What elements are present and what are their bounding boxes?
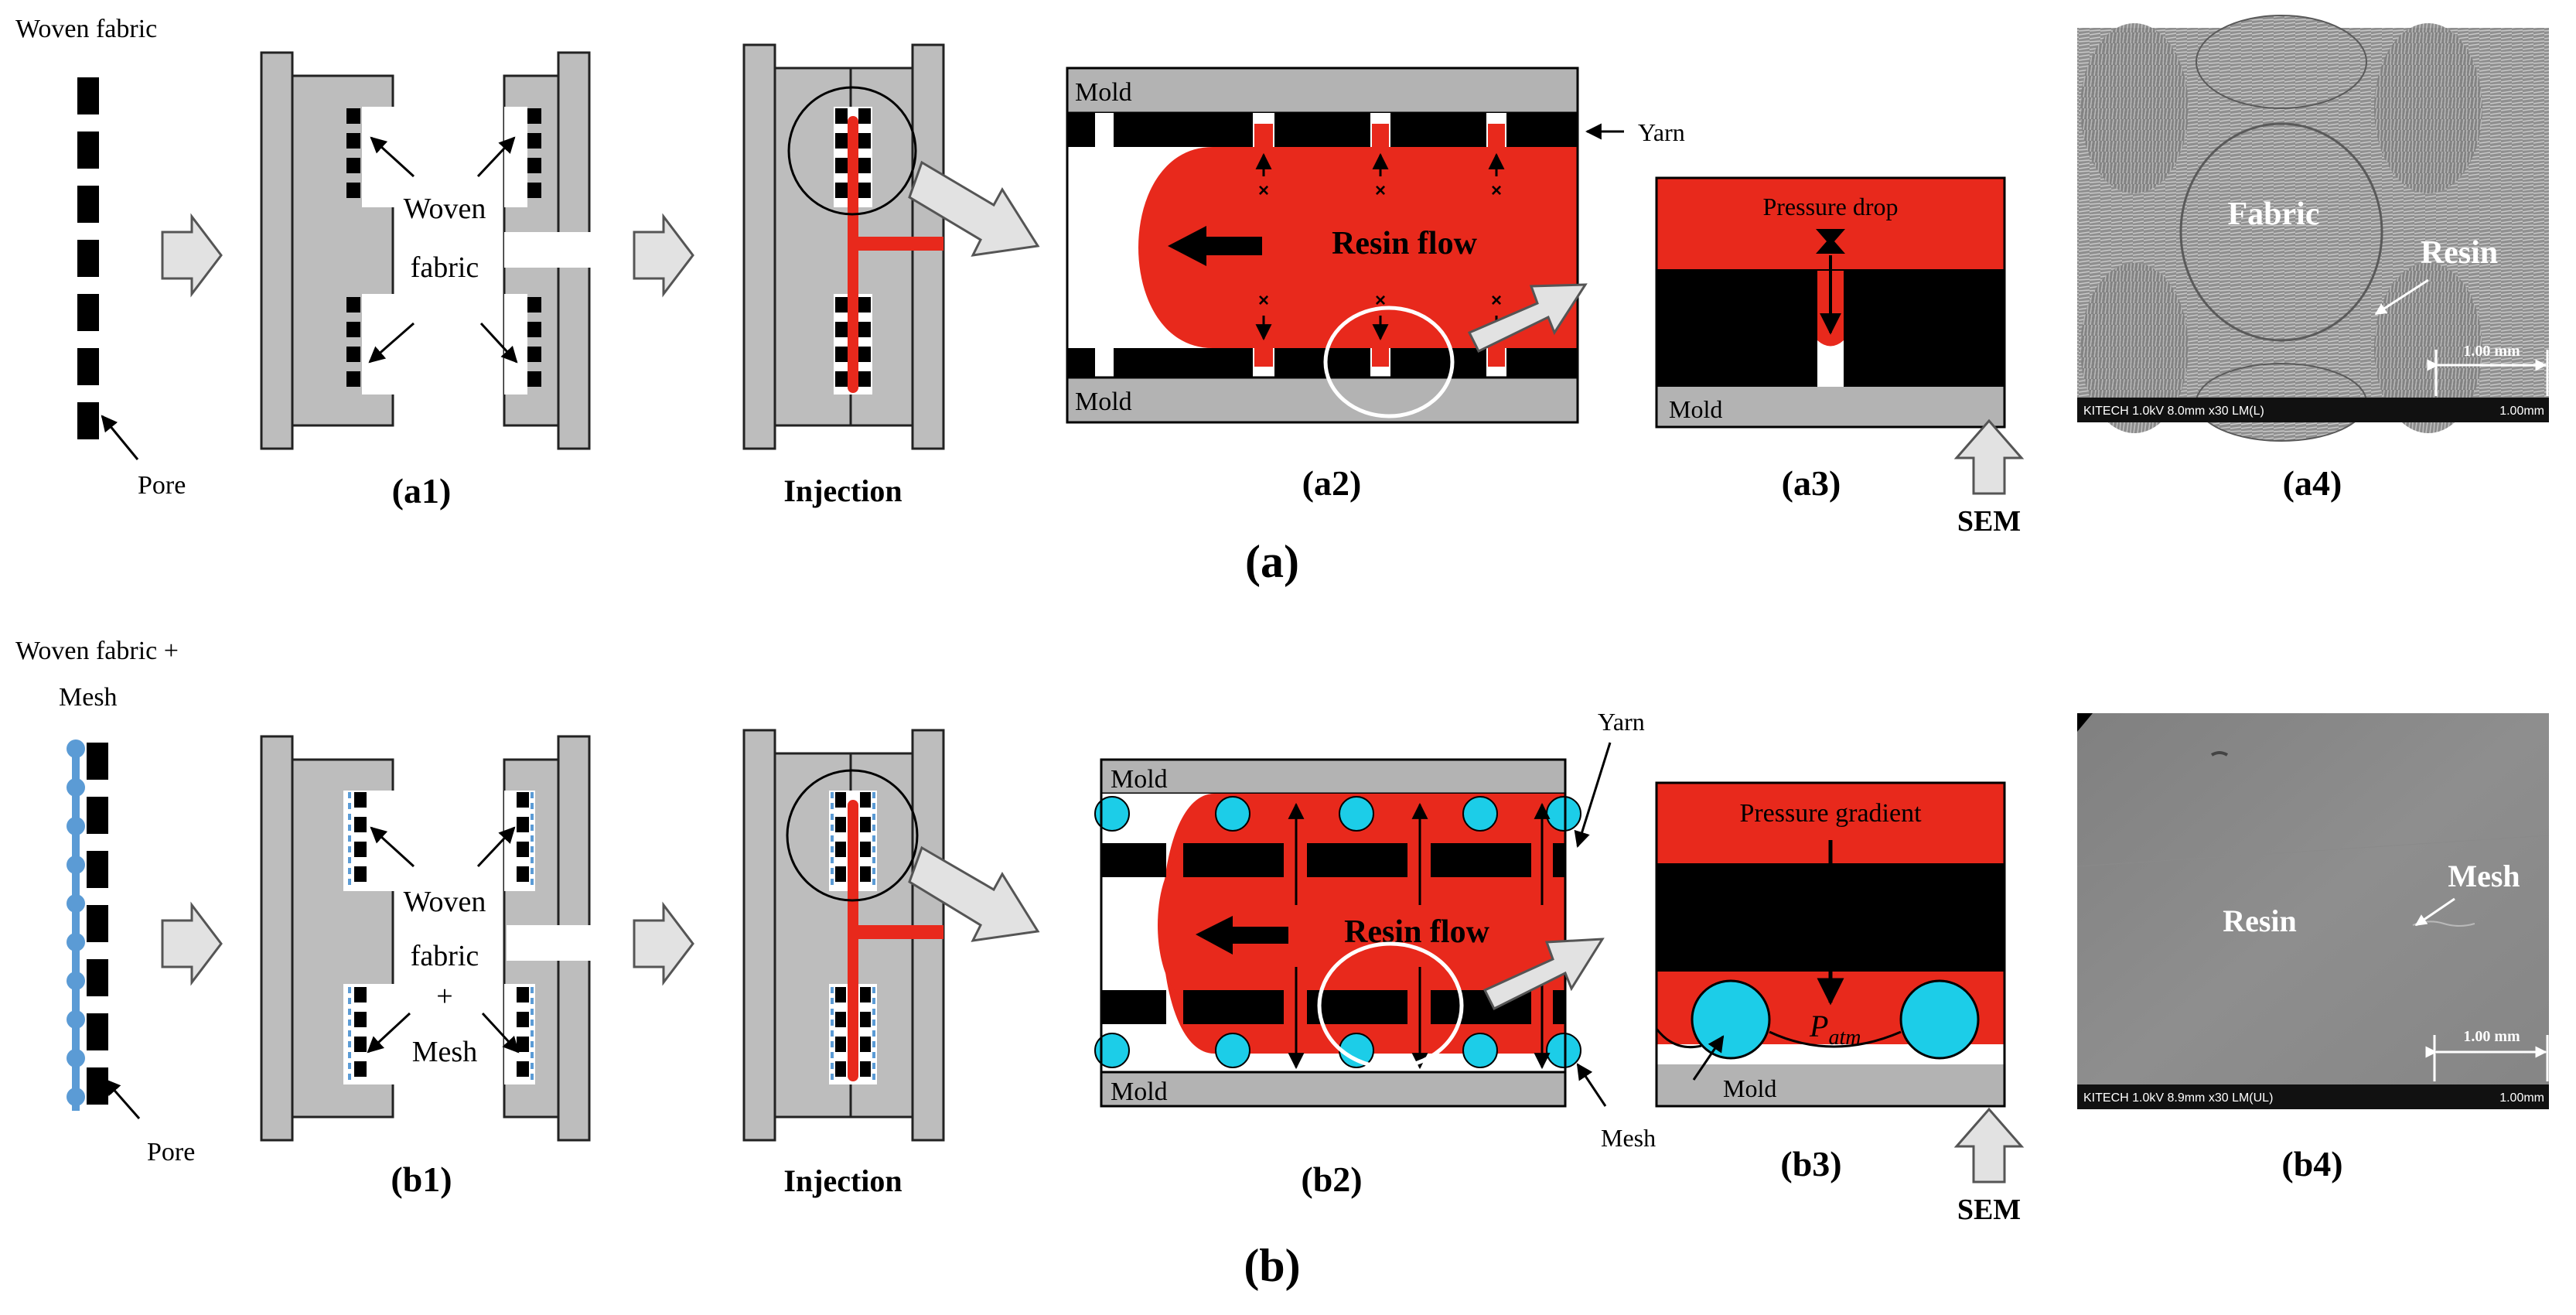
caption-b3: (b3) (1780, 1144, 1841, 1184)
woven-fabric-mesh-strip-b: Woven fabric + Mesh Pore (15, 637, 195, 1166)
pressure-gradient-label: Pressure gradient (1739, 799, 1922, 828)
flow-section-b2: Mold Mold (1094, 708, 1656, 1199)
caption-a2: (a2) (1302, 463, 1362, 503)
mold-open-b1: Woven fabric + Mesh (b1) (260, 735, 623, 1199)
fabric-label-a4: Fabric (2228, 196, 2320, 232)
pore-label-a: Pore (138, 471, 186, 500)
step-arrow-b1 (161, 901, 223, 986)
scale-bar-b4: 1.00 mm (2463, 1028, 2520, 1045)
mold-label-b3: Mold (1723, 1074, 1776, 1102)
flow-section-a2: Mold Mold (1066, 67, 1685, 503)
pressure-section-a3: Pressure drop Mold SEM (a3) (1655, 176, 2025, 538)
injection-label-b: Injection (783, 1163, 902, 1198)
svg-text:×: × (1375, 290, 1386, 311)
mold-bottom-label-b2: Mold (1111, 1078, 1168, 1106)
woven-fabric-plus-label: Woven fabric + (15, 637, 179, 665)
fabric-label-a1: fabric (411, 251, 479, 284)
mesh-label-b-strip: Mesh (59, 683, 118, 712)
sem-arrow-b3 (1953, 1107, 2025, 1184)
mold-bottom-label-a2: Mold (1075, 388, 1132, 416)
step-arrow-a2 (633, 213, 694, 298)
svg-text:×: × (1258, 290, 1269, 311)
zoom-arrow-b2 (908, 845, 1040, 942)
patm-subscript: atm (1828, 1026, 1861, 1050)
yarn-label-b2: Yarn (1598, 708, 1645, 736)
mesh-label-b2: Mesh (1601, 1124, 1656, 1152)
plus-label-b1: + (436, 980, 452, 1013)
svg-text:×: × (1491, 180, 1502, 201)
pore-label-b: Pore (147, 1138, 195, 1166)
row-b: Woven fabric + Mesh Pore (15, 637, 2550, 1291)
sem-footer-right-a4: 1.00mm (2499, 405, 2544, 418)
caption-a4: (a4) (2283, 463, 2342, 503)
resin-label-b4: Resin (2223, 903, 2297, 938)
mold-closed-injection-a: Injection (742, 43, 945, 508)
woven-fabric-strip-a: Woven fabric Pore (15, 15, 186, 500)
resin-label-a4: Resin (2421, 235, 2498, 271)
group-caption-a: (a) (1245, 536, 1299, 587)
sem-label-a3: SEM (1957, 505, 2021, 538)
woven-label-b1: Woven (404, 886, 486, 918)
resin-flow-label-b2: Resin flow (1344, 914, 1490, 950)
pressure-drop-label: Pressure drop (1762, 193, 1898, 220)
caption-b4: (b4) (2281, 1144, 2342, 1184)
caption-a1: (a1) (392, 471, 452, 511)
zoom-arrow-a2 (908, 160, 1040, 257)
sem-image-a4: KITECH 1.0kV 8.0mm x30 LM(L) 1.00mm Fabr… (2077, 15, 2549, 503)
svg-text:×: × (1258, 180, 1269, 201)
svg-text:×: × (1491, 290, 1502, 311)
caption-b2: (b2) (1301, 1160, 1362, 1199)
mold-closed-injection-b: Injection (742, 729, 945, 1198)
patm-p: P (1809, 1009, 1828, 1043)
step-arrow-a1 (161, 213, 223, 298)
mesh-label-b4: Mesh (2448, 859, 2520, 893)
step-arrow-b2 (633, 901, 694, 986)
mold-top-label-b2: Mold (1111, 765, 1168, 794)
svg-text:×: × (1375, 180, 1386, 201)
yarn-label-a2: Yarn (1638, 118, 1685, 146)
mesh-label-b1: Mesh (412, 1036, 477, 1068)
zoom-arrow-a3 (1467, 283, 1588, 354)
caption-a3: (a3) (1782, 463, 1841, 503)
sem-footer-left-b4: KITECH 1.0kV 8.9mm x30 LM(UL) (2083, 1091, 2273, 1105)
sem-arrow-a3 (1953, 418, 2025, 495)
injection-label-a: Injection (783, 473, 902, 508)
fabric-label-b1: fabric (411, 940, 479, 972)
scale-bar-a4: 1.00 mm (2463, 343, 2520, 360)
sem-label-b3: SEM (1957, 1194, 2021, 1226)
sem-footer-right-b4: 1.00mm (2499, 1091, 2544, 1105)
zoom-arrow-b3 (1482, 938, 1605, 1011)
patm-label: Patm (1809, 1009, 1861, 1050)
resin-flow-label-a2: Resin flow (1332, 226, 1478, 261)
row-a: Woven fabric Pore (15, 15, 2549, 587)
pressure-section-b3: Pressure gradient Patm Mold SEM (b3) (1655, 781, 2025, 1226)
sem-footer-left-a4: KITECH 1.0kV 8.0mm x30 LM(L) (2083, 405, 2264, 418)
woven-label-a1: Woven (404, 193, 486, 225)
caption-b1: (b1) (391, 1160, 452, 1199)
group-caption-b: (b) (1244, 1240, 1300, 1291)
mold-open-a1: Woven fabric (a1) (260, 51, 623, 511)
mold-label-a3: Mold (1669, 395, 1722, 423)
sem-image-b4: KITECH 1.0kV 8.9mm x30 LM(UL) 1.00mm Res… (2076, 713, 2550, 1184)
mold-top-label-a2: Mold (1075, 78, 1132, 107)
woven-fabric-label: Woven fabric (15, 15, 157, 43)
